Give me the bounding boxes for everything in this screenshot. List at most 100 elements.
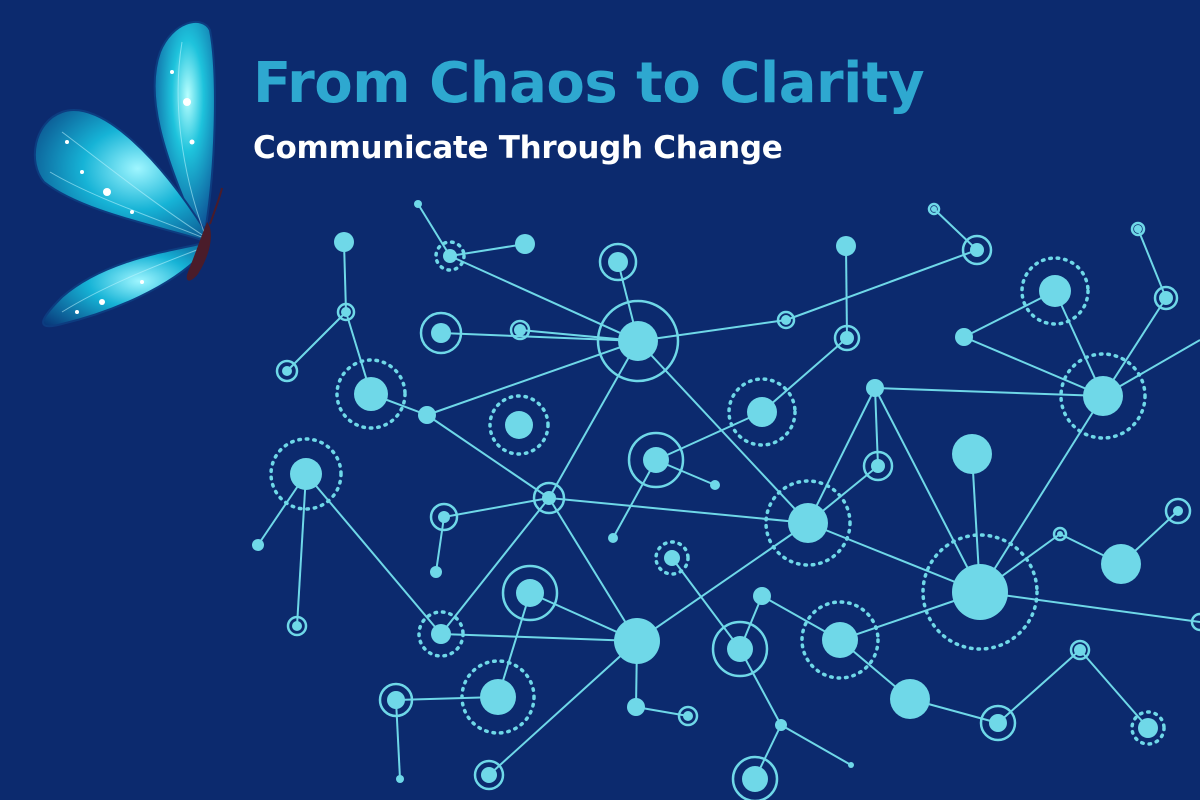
- network-node: [753, 587, 771, 605]
- network-node: [431, 323, 451, 343]
- network-node: [438, 511, 450, 523]
- network-node: [955, 328, 973, 346]
- network-node: [1083, 376, 1123, 416]
- network-link: [739, 648, 782, 726]
- network-node-ring: [378, 682, 414, 718]
- network-link: [637, 340, 809, 524]
- network-node: [1138, 718, 1158, 738]
- network-link: [1137, 228, 1167, 299]
- butterfly-wing-upper: [153, 21, 216, 236]
- network-node: [871, 459, 885, 473]
- network-node-ring: [1130, 221, 1146, 237]
- network-node: [480, 679, 516, 715]
- network-node-ring: [596, 299, 680, 383]
- network-node: [848, 762, 854, 768]
- network-node: [334, 232, 354, 252]
- network-node-ring: [654, 540, 690, 576]
- network-link: [435, 516, 445, 573]
- butterfly-body: [186, 222, 211, 281]
- network-node-ring: [1153, 285, 1179, 311]
- network-node: [608, 252, 628, 272]
- network-link: [874, 387, 1104, 397]
- network-link: [296, 473, 307, 627]
- network-link: [443, 497, 550, 518]
- network-node: [627, 698, 645, 716]
- network-node-ring: [286, 615, 308, 637]
- network-node-ring: [419, 311, 463, 355]
- network-node-ring: [800, 600, 880, 680]
- network-node: [643, 447, 669, 473]
- network-link: [426, 340, 639, 416]
- network-node-ring: [509, 319, 531, 341]
- network-link: [440, 497, 550, 635]
- network-node-ring: [731, 755, 779, 800]
- network-node-ring: [927, 202, 941, 216]
- butterfly-icon: [33, 21, 223, 328]
- network-node: [1159, 291, 1173, 305]
- network-node: [840, 331, 854, 345]
- network-link: [807, 522, 981, 593]
- network-link: [963, 290, 1056, 338]
- network-node-ring: [275, 359, 299, 383]
- network-link: [343, 241, 347, 313]
- network-node-ring: [473, 759, 505, 791]
- network-node-ring: [488, 394, 550, 456]
- network-link: [780, 724, 852, 766]
- network-link: [761, 337, 848, 413]
- network-link: [933, 208, 978, 251]
- network-link: [395, 699, 401, 780]
- network-node-ring: [501, 564, 559, 622]
- network-link: [874, 387, 879, 467]
- network-node: [282, 366, 292, 376]
- network-node-ring: [417, 610, 465, 658]
- network-node: [387, 691, 405, 709]
- network-link: [997, 649, 1081, 724]
- network-link: [548, 340, 639, 499]
- network-node-ring: [269, 437, 343, 511]
- network-node: [618, 321, 658, 361]
- network-link: [548, 497, 638, 642]
- network-node: [515, 234, 535, 254]
- network-node-ring: [862, 450, 894, 482]
- network-node: [822, 622, 858, 658]
- network-node-ring: [336, 302, 356, 322]
- network-link: [637, 319, 787, 342]
- network-link: [417, 203, 451, 257]
- network-node-ring: [727, 377, 797, 447]
- network-node-ring: [1059, 352, 1147, 440]
- network-node: [354, 377, 388, 411]
- network-node-ring: [711, 620, 769, 678]
- network-node: [614, 618, 660, 664]
- network-link: [785, 249, 978, 321]
- network-node: [443, 249, 457, 263]
- network-link: [807, 387, 876, 524]
- network-node: [1074, 644, 1086, 656]
- network-link: [655, 411, 763, 461]
- network-node: [608, 533, 618, 543]
- network-node: [1134, 225, 1142, 233]
- network-node-ring: [335, 358, 407, 430]
- network-node-ring: [429, 502, 459, 532]
- network-link: [286, 311, 347, 372]
- network-node-ring: [434, 240, 466, 272]
- network-node-ring: [979, 704, 1017, 742]
- page-title: From Chaos to Clarity: [253, 51, 925, 116]
- network-node: [516, 579, 544, 607]
- network-node-ring: [677, 705, 699, 727]
- network-node: [781, 315, 791, 325]
- network-node-ring: [833, 324, 861, 352]
- network-node: [341, 307, 351, 317]
- network-node-ring: [764, 479, 852, 567]
- network-node: [1101, 544, 1141, 584]
- network-node: [431, 624, 451, 644]
- network-node: [396, 775, 404, 783]
- network-node: [989, 714, 1007, 732]
- network-link: [1079, 649, 1149, 729]
- network-link: [497, 592, 531, 698]
- network-link: [449, 255, 639, 342]
- network-link: [979, 591, 1200, 623]
- network-node: [683, 711, 693, 721]
- network-link: [440, 332, 639, 342]
